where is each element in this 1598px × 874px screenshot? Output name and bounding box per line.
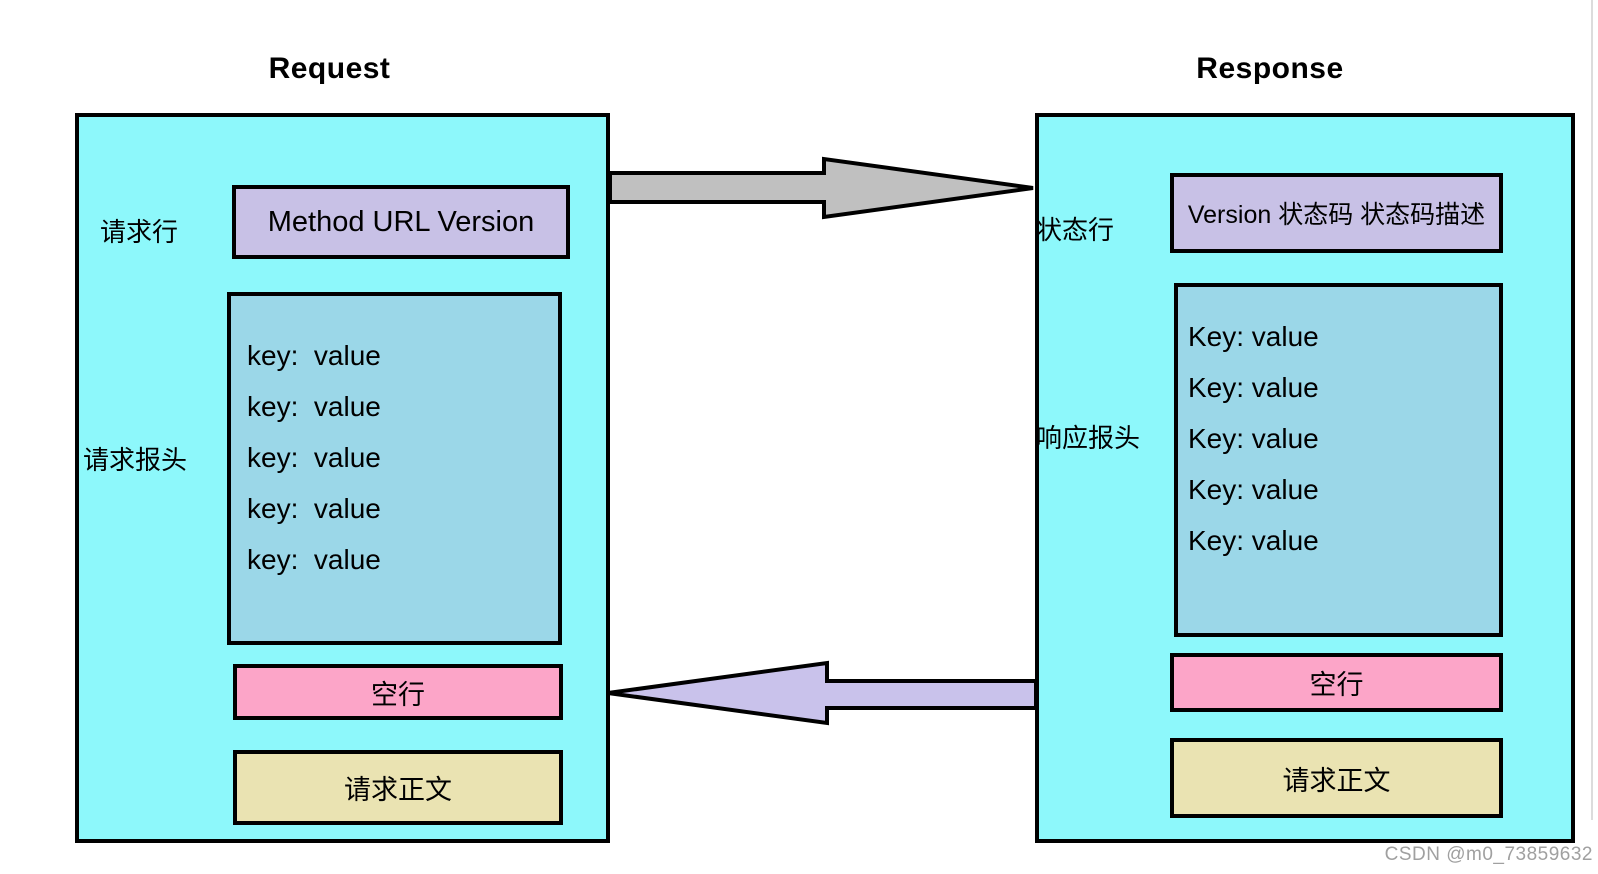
response-status-line-label: 状态行: [1036, 215, 1115, 245]
page-edge-line: [1591, 0, 1593, 820]
response-status-line-box: Version 状态码 状态码描述: [1170, 173, 1503, 253]
request-header-line: key: value: [247, 544, 381, 575]
response-header-line: Key: value: [1188, 321, 1319, 352]
request-header-line: key: value: [247, 442, 381, 473]
request-arrow-right-icon: [608, 156, 1034, 220]
response-title: Response: [1196, 52, 1344, 85]
request-body-box: 请求正文: [233, 750, 563, 825]
response-headers-box: Key: value Key: value Key: value Key: va…: [1174, 283, 1503, 637]
request-header-line: key: value: [247, 493, 381, 524]
response-blank-line-box: 空行: [1170, 653, 1503, 712]
watermark: CSDN @m0_73859632: [1384, 844, 1593, 865]
response-header-line: Key: value: [1188, 372, 1319, 403]
response-body-box: 请求正文: [1170, 738, 1503, 818]
request-blank-line-box: 空行: [233, 664, 563, 720]
response-header-line: Key: value: [1188, 525, 1319, 556]
request-line-label: 请求行: [100, 217, 179, 247]
request-title: Request: [268, 52, 391, 85]
request-line-box: Method URL Version: [232, 185, 570, 259]
request-headers-label: 请求报头: [83, 445, 188, 475]
response-header-line: Key: value: [1188, 474, 1319, 505]
response-headers-label: 响应报头: [1036, 423, 1141, 453]
request-header-line: key: value: [247, 391, 381, 422]
response-header-line: Key: value: [1188, 423, 1319, 454]
request-header-line: key: value: [247, 340, 381, 371]
request-headers-box: key: value key: value key: value key: va…: [227, 292, 562, 645]
response-arrow-left-icon: [607, 660, 1038, 726]
